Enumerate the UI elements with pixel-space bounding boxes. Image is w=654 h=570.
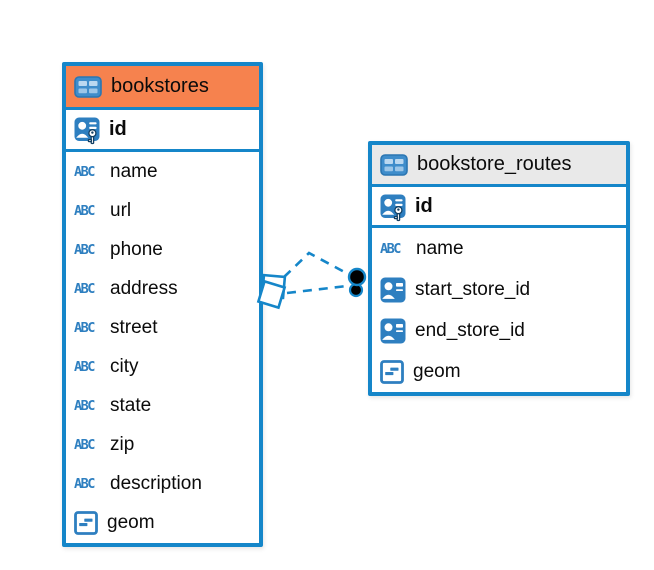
abc-text-icon: ABC [74, 476, 95, 493]
column-name: street [110, 316, 158, 338]
column-row-id[interactable]: id [372, 187, 626, 228]
table-bookstore-routes-header[interactable]: bookstore_routes [372, 145, 626, 187]
column-row-geom[interactable]: geom [66, 503, 259, 543]
column-name: geom [413, 360, 461, 382]
column-row-state[interactable]: ABC state [66, 386, 259, 426]
column-name: zip [110, 434, 135, 456]
table-title: bookstores [111, 75, 209, 97]
abc-text-icon: ABC [74, 359, 95, 376]
column-name: end_store_id [415, 319, 525, 341]
abc-text-icon: ABC [74, 319, 95, 336]
table-title: bookstore_routes [417, 153, 572, 175]
fk-connector-line-1[interactable] [283, 251, 351, 278]
column-name: name [110, 160, 158, 182]
column-row-description[interactable]: ABC description [66, 464, 259, 504]
connector-square-endpoint-2[interactable] [256, 279, 287, 310]
column-name: address [110, 277, 178, 299]
abc-text-icon: ABC [74, 398, 95, 415]
column-name: start_store_id [415, 278, 531, 300]
column-row-zip[interactable]: ABC zip [66, 425, 259, 465]
column-row-name[interactable]: ABC name [372, 228, 626, 269]
table-bookstore-routes[interactable]: bookstore_routes id ABC name start_store… [368, 141, 630, 396]
abc-text-icon: ABC [380, 240, 401, 257]
column-name: geom [107, 512, 155, 534]
column-row-start-store-id[interactable]: start_store_id [372, 269, 626, 310]
abc-text-icon: ABC [74, 280, 95, 297]
column-name: id [415, 194, 433, 217]
column-name: url [110, 199, 132, 221]
column-row-end-store-id[interactable]: end_store_id [372, 310, 626, 351]
column-row-city[interactable]: ABC city [66, 347, 259, 387]
fk-connector-line-2[interactable] [286, 284, 348, 295]
column-name: description [110, 473, 202, 495]
abc-text-icon: ABC [74, 437, 95, 454]
column-name: state [110, 395, 152, 417]
column-row-street[interactable]: ABC street [66, 308, 259, 348]
column-row-address[interactable]: ABC address [66, 269, 259, 309]
column-row-id[interactable]: id [66, 110, 259, 152]
column-name: city [110, 356, 139, 378]
column-row-geom[interactable]: geom [372, 351, 626, 392]
connector-dot-endpoint-1[interactable] [347, 267, 367, 287]
column-name: phone [110, 238, 163, 260]
abc-text-icon: ABC [74, 202, 95, 219]
column-row-phone[interactable]: ABC phone [66, 230, 259, 270]
column-name: id [109, 118, 127, 140]
column-name: name [416, 237, 464, 259]
abc-text-icon: ABC [74, 241, 95, 258]
column-row-url[interactable]: ABC url [66, 191, 259, 231]
column-row-name[interactable]: ABC name [66, 152, 259, 192]
table-bookstores[interactable]: bookstores id ABC name ABC url ABC phone… [62, 62, 263, 547]
table-bookstores-header[interactable]: bookstores [66, 66, 259, 110]
abc-text-icon: ABC [74, 163, 95, 180]
